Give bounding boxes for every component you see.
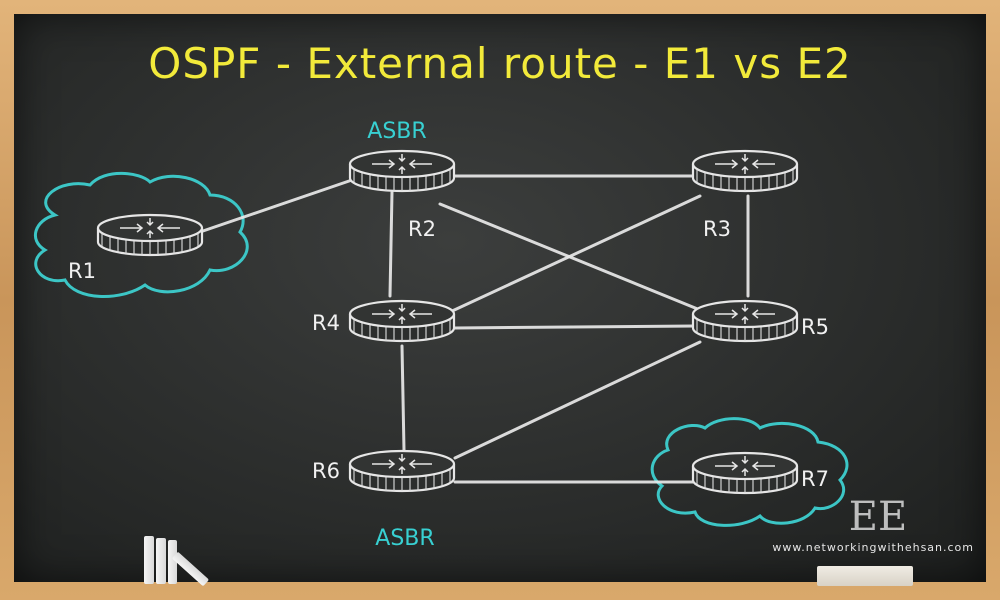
chalk-piece [168, 540, 177, 584]
chalk-piece [144, 536, 154, 584]
router-label-r4: R4 [312, 311, 340, 335]
router-r2 [348, 149, 456, 193]
router-r4 [348, 299, 456, 343]
cloud-r1 [33, 171, 249, 298]
link-r3-r4 [448, 194, 702, 314]
watermark-logo-icon: EE [849, 494, 907, 540]
asbr-label-r2: ASBR [367, 119, 426, 144]
chalk-piece [156, 538, 166, 584]
router-label-r5: R5 [801, 315, 829, 339]
router-label-r1: R1 [68, 259, 96, 283]
asbr-label-r6: ASBR [375, 526, 434, 551]
diagram-title: OSPF - External route - E1 vs E2 [148, 39, 851, 88]
chalkboard [14, 14, 986, 582]
router-r5 [691, 299, 799, 343]
router-r7 [691, 451, 799, 495]
router-r3 [691, 149, 799, 193]
router-label-r2: R2 [408, 217, 436, 241]
link-r4-r6 [400, 344, 406, 452]
router-label-r3: R3 [703, 217, 731, 241]
link-r2-r5 [438, 202, 707, 314]
router-label-r7: R7 [801, 467, 829, 491]
link-r1-r2 [198, 178, 354, 234]
router-r1 [96, 213, 204, 257]
link-r2-r4 [388, 190, 394, 298]
watermark-site-url: www.networkingwithehsan.com [772, 541, 974, 554]
link-r5-r6 [453, 340, 702, 460]
router-label-r6: R6 [312, 459, 340, 483]
router-r6 [348, 449, 456, 493]
link-r4-r5 [453, 324, 697, 330]
eraser [817, 566, 913, 586]
cloud-r7 [650, 417, 849, 527]
